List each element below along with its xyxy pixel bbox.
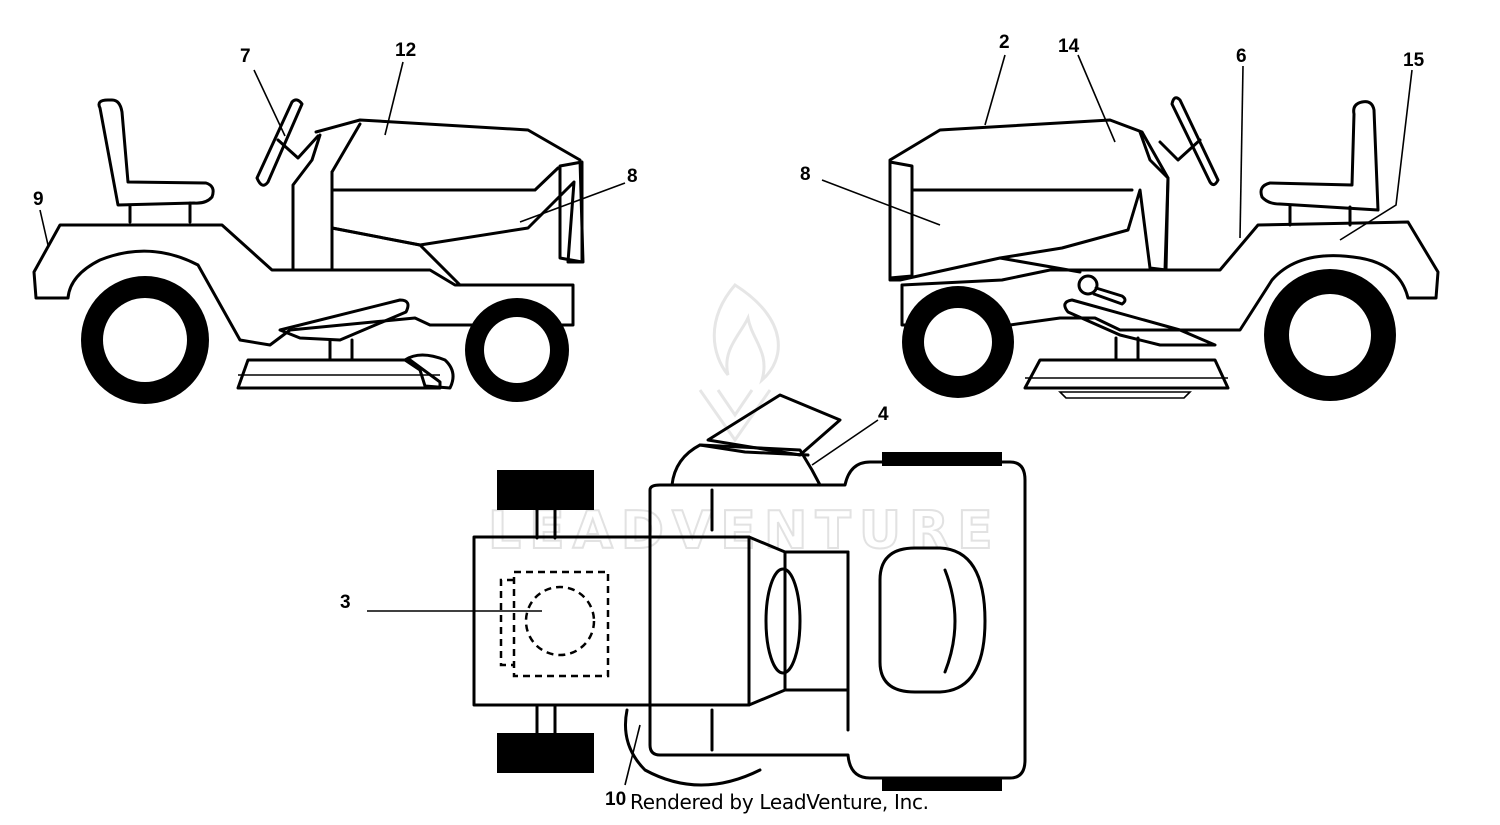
leadventure-watermark: LEADVENTURE — [487, 283, 1001, 562]
callout-4: 4 — [878, 404, 889, 425]
watermark-text: LEADVENTURE — [488, 501, 1001, 561]
tractor-right-side-view: 2 14 6 15 8 — [800, 32, 1440, 401]
callout-3: 3 — [340, 592, 351, 613]
tractor-top-view: 3 4 10 — [340, 393, 1027, 810]
callout-10: 10 — [605, 789, 626, 810]
callout-6: 6 — [1236, 46, 1247, 67]
callout-8-right: 8 — [800, 164, 811, 185]
callout-14: 14 — [1058, 36, 1080, 57]
callout-15: 15 — [1403, 50, 1425, 71]
callout-7: 7 — [240, 46, 251, 67]
tractor-left-side-view: 7 12 8 9 — [32, 40, 638, 404]
callout-12: 12 — [395, 40, 416, 61]
render-credit: Rendered by LeadVenture, Inc. — [630, 790, 929, 814]
callout-9: 9 — [33, 189, 44, 210]
callout-2: 2 — [999, 32, 1010, 53]
callout-8-left: 8 — [627, 166, 638, 187]
